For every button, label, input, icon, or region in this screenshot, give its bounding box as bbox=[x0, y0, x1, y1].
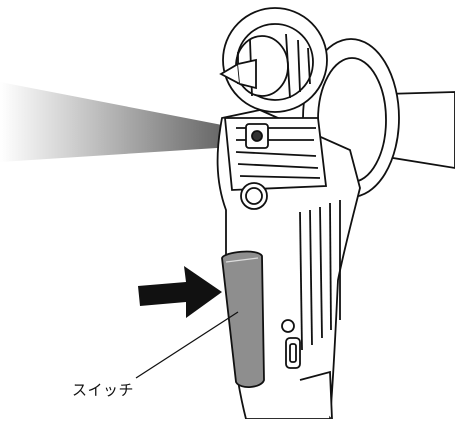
trigger-switch bbox=[221, 250, 265, 388]
switch-callout-label: スイッチ bbox=[72, 381, 135, 399]
lock-button bbox=[240, 182, 268, 210]
chuck bbox=[219, 7, 328, 113]
pointer-arrow bbox=[138, 266, 222, 318]
led-light-beam bbox=[0, 82, 248, 162]
callout-leader-line bbox=[135, 311, 239, 379]
drill-head bbox=[224, 117, 328, 191]
